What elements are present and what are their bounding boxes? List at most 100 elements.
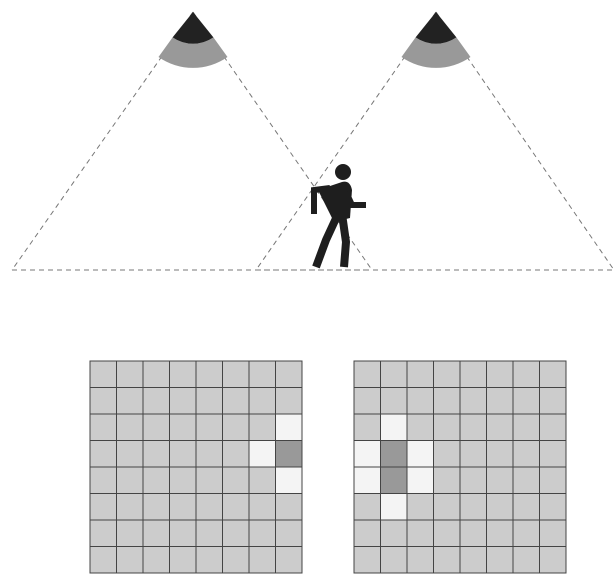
grid-cell: [117, 547, 144, 574]
grid-cell: [223, 388, 250, 415]
grid-cell: [90, 441, 117, 468]
grid-cell: [143, 547, 170, 574]
grid-cell: [117, 441, 144, 468]
grid-cell: [143, 361, 170, 388]
left-sensor-icon: [159, 12, 228, 68]
grid-cell: [460, 388, 487, 415]
grid-cell: [513, 388, 540, 415]
grid-cell: [90, 467, 117, 494]
grid-cell: [434, 414, 461, 441]
grid-cell: [460, 441, 487, 468]
grid-cell: [407, 388, 434, 415]
grid-cell: [540, 414, 567, 441]
grid-cell: [117, 361, 144, 388]
grid-cell: [540, 361, 567, 388]
grid-cell: [540, 494, 567, 521]
grid-cell: [407, 441, 434, 468]
grid-cell: [487, 520, 514, 547]
grid-cell: [487, 441, 514, 468]
grid-cell: [276, 388, 303, 415]
grid-cell: [434, 520, 461, 547]
grid-cell: [276, 547, 303, 574]
grid-cell: [143, 520, 170, 547]
grid-cell: [434, 467, 461, 494]
grid-cell: [354, 520, 381, 547]
grid-cell: [513, 361, 540, 388]
grid-cell: [276, 414, 303, 441]
grid-cell: [354, 361, 381, 388]
person-head: [335, 164, 351, 180]
grid-cell: [487, 547, 514, 574]
grid-cell: [117, 494, 144, 521]
grid-cell: [513, 494, 540, 521]
grid-cell: [381, 547, 408, 574]
grid-cell: [381, 414, 408, 441]
grid-cell: [460, 494, 487, 521]
grid-cell: [196, 494, 223, 521]
grid-cell: [487, 414, 514, 441]
grid-cell: [434, 388, 461, 415]
grid-cell: [196, 361, 223, 388]
grid-cell: [90, 494, 117, 521]
grid-cell: [434, 547, 461, 574]
grid-cell: [170, 520, 197, 547]
grid-cell: [460, 547, 487, 574]
grid-cell: [460, 467, 487, 494]
grid-cell: [354, 547, 381, 574]
grid-cell: [170, 388, 197, 415]
grid-cell: [249, 547, 276, 574]
grid-cell: [90, 520, 117, 547]
grid-cell: [354, 388, 381, 415]
grid-cell: [407, 361, 434, 388]
grid-cell: [460, 414, 487, 441]
grid-cell: [170, 441, 197, 468]
grid-cell: [170, 361, 197, 388]
grid-cell: [223, 361, 250, 388]
grid-cell: [196, 441, 223, 468]
grid-cell: [460, 361, 487, 388]
grid-cell: [143, 414, 170, 441]
left-pixel-grid: [90, 361, 302, 573]
grid-cell: [170, 414, 197, 441]
grid-cell: [513, 467, 540, 494]
grid-cell: [117, 388, 144, 415]
person-back-leg: [316, 214, 338, 267]
grid-cell: [381, 467, 408, 494]
grid-cell: [223, 441, 250, 468]
grid-cell: [170, 494, 197, 521]
grid-cell: [276, 520, 303, 547]
grid-cell: [381, 388, 408, 415]
grid-cell: [117, 520, 144, 547]
grid-cell: [117, 467, 144, 494]
grid-cell: [540, 547, 567, 574]
grid-cell: [223, 520, 250, 547]
right-sensor-icon: [402, 12, 471, 68]
grid-cell: [143, 494, 170, 521]
grid-cell: [460, 520, 487, 547]
grid-cell: [223, 467, 250, 494]
grid-cell: [143, 441, 170, 468]
grid-cell: [249, 388, 276, 415]
grid-cell: [249, 361, 276, 388]
grid-cell: [196, 388, 223, 415]
grid-cell: [487, 467, 514, 494]
grid-cell: [276, 494, 303, 521]
grid-cell: [249, 467, 276, 494]
grid-cell: [381, 494, 408, 521]
grid-cell: [276, 467, 303, 494]
grid-cell: [540, 441, 567, 468]
grid-cell: [143, 467, 170, 494]
grid-cell: [170, 547, 197, 574]
grid-cell: [434, 441, 461, 468]
grid-cell: [223, 494, 250, 521]
grid-cell: [249, 414, 276, 441]
grid-cell: [540, 467, 567, 494]
grid-cell: [434, 361, 461, 388]
grid-cell: [90, 361, 117, 388]
grid-cell: [407, 414, 434, 441]
right-sensor-core: [416, 12, 457, 44]
grid-cell: [407, 520, 434, 547]
grid-cell: [170, 467, 197, 494]
grid-cell: [354, 467, 381, 494]
